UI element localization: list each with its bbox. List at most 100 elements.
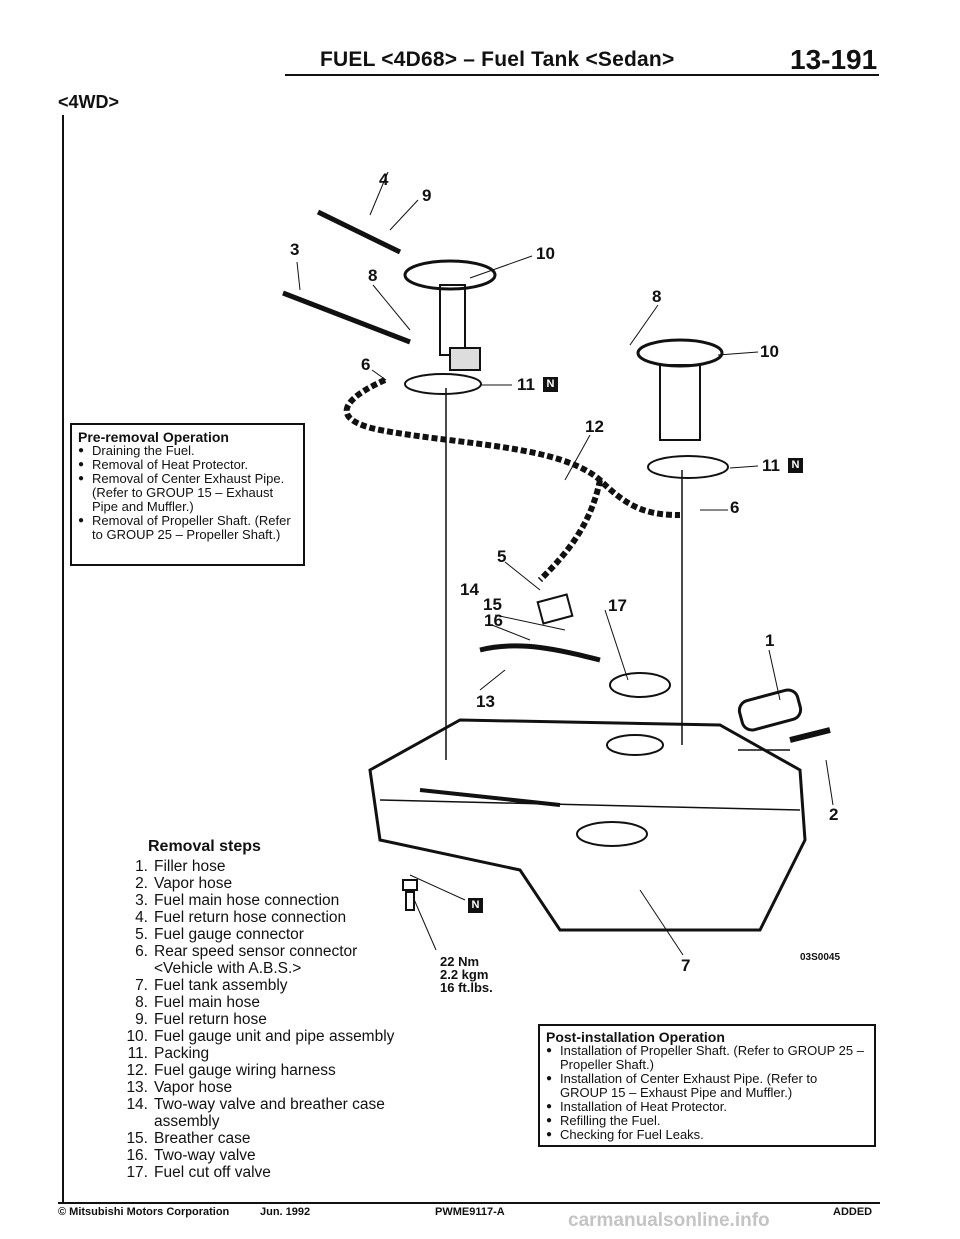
callout-6-right: 6: [730, 498, 740, 517]
callout-10-right: 10: [760, 342, 779, 361]
fuel-gauge-wiring-harness: [343, 377, 681, 583]
list-item: 17. Fuel cut off valve: [118, 1164, 454, 1181]
header-rule: [285, 74, 879, 76]
callout-9: 9: [422, 186, 432, 205]
callout-1: 1: [765, 631, 775, 650]
list-item: 5.Fuel gauge connector: [118, 926, 454, 943]
step-text: Fuel cut off valve: [154, 1164, 271, 1181]
breather-case: [536, 593, 574, 625]
list-item: 10. Fuel gauge unit and pipe assembly: [118, 1028, 454, 1045]
list-item: 8.Fuel main hose: [118, 994, 454, 1011]
list-item: 13. Vapor hose: [118, 1079, 454, 1096]
list-item: 4. Fuel return hose connection: [118, 909, 454, 926]
list-item: 15.Breather case: [118, 1130, 454, 1147]
list-item: 3. Fuel main hose connection: [118, 892, 454, 909]
torque-ftlbs: 16 ft.lbs.: [440, 980, 493, 995]
filler-hose: [737, 688, 803, 732]
vapor-hose-2: [789, 727, 831, 743]
post-installation-item: Checking for Fuel Leaks.: [546, 1128, 868, 1143]
callout-16: 16: [484, 611, 503, 630]
callout-6-left: 6: [361, 355, 371, 374]
n-mark-icon: N: [543, 377, 558, 392]
callout-17: 17: [608, 596, 627, 615]
post-installation-operation-box: Post-installation Operation Installation…: [538, 1024, 876, 1147]
fuel-main-hose: [282, 290, 411, 345]
step-text: Vapor hose: [154, 1079, 233, 1096]
step-text: Packing: [154, 1045, 210, 1062]
packing-right: [647, 455, 729, 479]
step-text: Fuel main hose connection: [154, 892, 340, 909]
callout-10-left: 10: [536, 244, 555, 263]
callout-15: 15: [483, 595, 502, 614]
step-number: 9.: [135, 1011, 148, 1028]
step-number: 7.: [135, 977, 148, 994]
list-item: 6.Rear speed sensor connector <Vehicle w…: [118, 943, 454, 977]
step-text: Fuel tank assembly: [154, 977, 288, 994]
step-text: Fuel gauge connector: [154, 926, 304, 943]
step-number: 10.: [126, 1028, 148, 1045]
post-installation-title: Post-installation Operation: [546, 1029, 725, 1045]
fuel-tank-body: [368, 718, 807, 932]
page-title: FUEL <4D68> – Fuel Tank <Sedan>: [320, 48, 675, 71]
step-number: 15.: [126, 1130, 148, 1147]
callout-8-left: 8: [368, 266, 378, 285]
footer-code: PWME9117-A: [435, 1206, 505, 1218]
pre-removal-operation-box: Pre-removal Operation Draining the Fuel.…: [70, 423, 305, 566]
torque-nm: 22 Nm: [440, 954, 480, 969]
step-number: 4.: [135, 909, 148, 926]
callout-14: 14: [460, 580, 479, 599]
step-text: Two-way valve and breather case assembly: [154, 1096, 385, 1130]
callout-13: 13: [476, 692, 495, 711]
list-item: 9. Fuel return hose: [118, 1011, 454, 1028]
list-item: 1. Filler hose: [118, 858, 454, 875]
footer-copyright: © Mitsubishi Motors Corporation: [58, 1206, 230, 1218]
footer-date: Jun. 1992: [260, 1206, 311, 1218]
step-text: Fuel return hose connection: [154, 909, 347, 926]
step-text: Fuel gauge unit and pipe assembly: [154, 1028, 395, 1045]
step-number: 17.: [126, 1164, 148, 1181]
post-installation-item: Installation of Center Exhaust Pipe. (Re…: [546, 1072, 868, 1100]
step-number: 13.: [126, 1079, 148, 1096]
callout-4: 4: [379, 170, 389, 189]
callout-2: 2: [829, 805, 839, 824]
pre-removal-item: Draining the Fuel.: [78, 444, 297, 459]
step-text: Fuel gauge wiring harness: [154, 1062, 336, 1079]
callout-5: 5: [497, 547, 507, 566]
n-mark-icon-right: N: [788, 458, 803, 473]
page-number: 13-191: [790, 44, 878, 75]
list-item: 14. Two-way valve and breather case assem…: [118, 1096, 454, 1130]
step-number: 11.: [127, 1045, 148, 1062]
fuel-gauge-unit-right: [636, 338, 724, 441]
post-installation-item: Installation of Propeller Shaft. (Refer …: [546, 1044, 868, 1072]
callout-8-right: 8: [652, 287, 662, 306]
step-number: 8.: [135, 994, 148, 1011]
step-text: Fuel return hose: [154, 1011, 267, 1028]
pre-removal-item: Removal of Propeller Shaft. (Refer to GR…: [78, 514, 297, 542]
callout-3: 3: [290, 240, 300, 259]
list-item: 16. Two-way valve: [118, 1147, 454, 1164]
removal-steps-list: 1.Filler hose 2.Vapor hose 3.Fuel main h…: [118, 858, 454, 1181]
post-installation-item: Refilling the Fuel.: [546, 1114, 868, 1129]
callout-7: 7: [681, 956, 691, 975]
section-subheader: <4WD>: [58, 92, 120, 112]
torque-kgm: 2.2 kgm: [440, 967, 489, 982]
pre-removal-item: Removal of Center Exhaust Pipe. (Refer t…: [78, 472, 297, 514]
step-text: Two-way valve: [154, 1147, 256, 1164]
bolt-icon: [402, 879, 418, 911]
list-item: 11. Packing: [118, 1045, 454, 1062]
list-item: 7. Fuel tank assembly: [118, 977, 454, 994]
step-number: 14.: [126, 1096, 148, 1113]
step-number: 12.: [126, 1062, 148, 1079]
fuel-return-hose: [316, 209, 402, 255]
step-number: 3.: [135, 892, 148, 909]
vapor-hose: [479, 643, 601, 663]
left-margin-rule: [62, 115, 64, 1203]
step-number: 1.: [135, 858, 148, 875]
step-text: Filler hose: [154, 858, 226, 875]
step-text: Vapor hose: [154, 875, 233, 892]
pre-removal-item: Removal of Heat Protector.: [78, 458, 297, 473]
footer-rule: [58, 1202, 880, 1204]
step-number: 16.: [126, 1147, 148, 1164]
fuel-gauge-unit-left: [403, 259, 497, 371]
